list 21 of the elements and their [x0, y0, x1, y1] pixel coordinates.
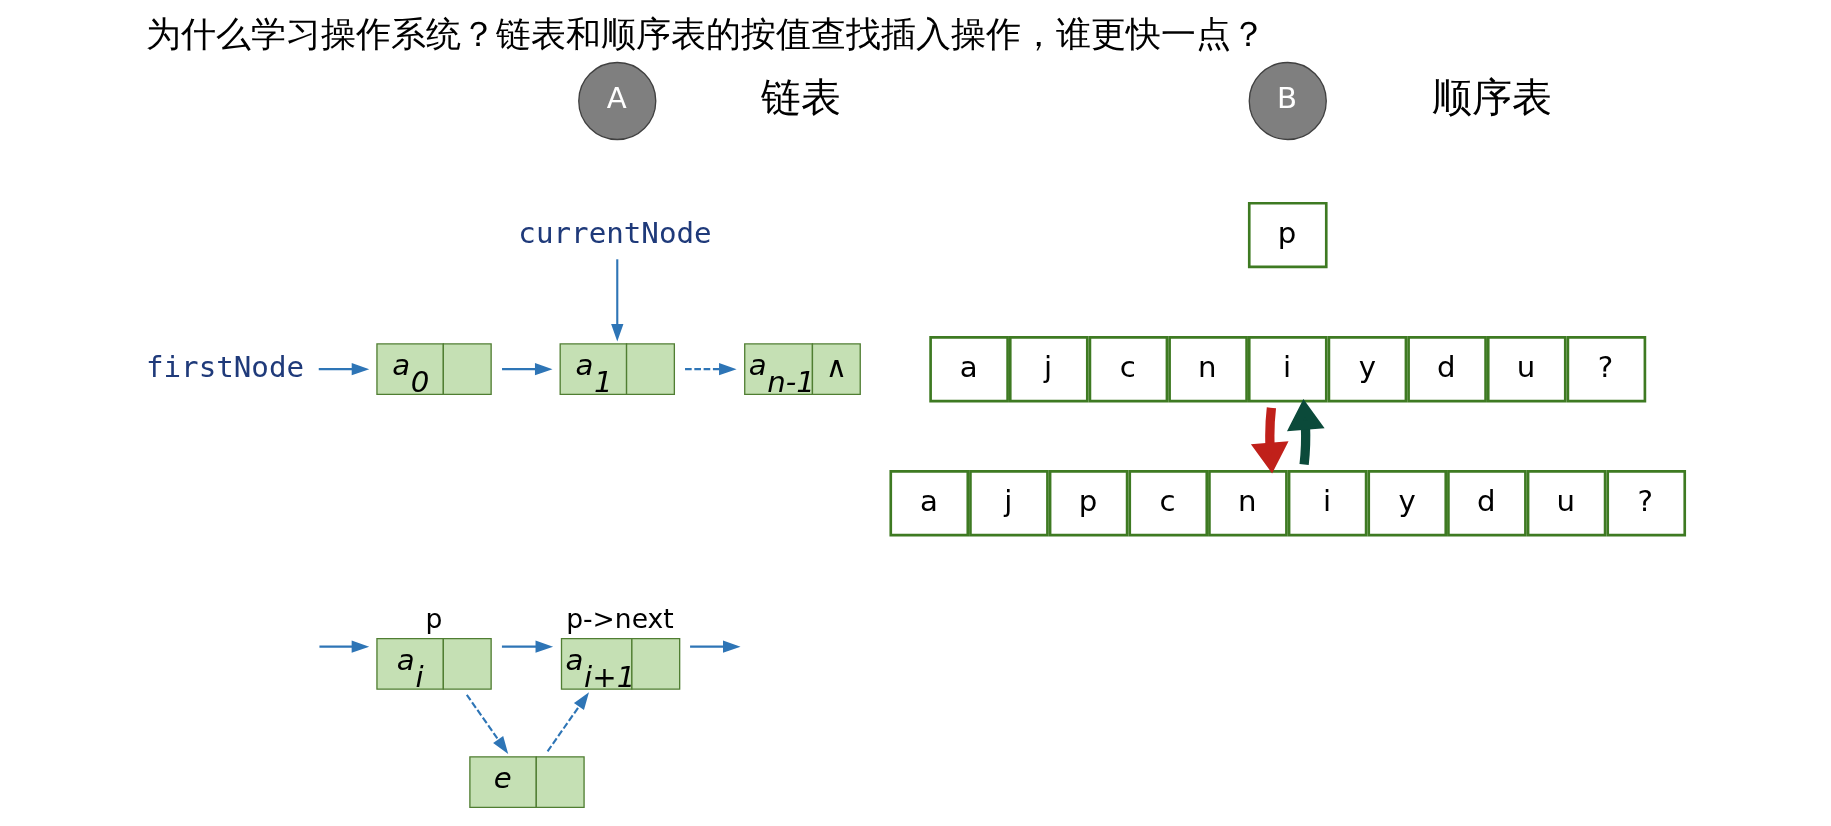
node-label: p->next [565, 603, 674, 635]
node-text: currentNode [517, 215, 712, 250]
arrow [318, 640, 369, 653]
node-circle: B [1248, 61, 1327, 141]
arrow [465, 694, 508, 754]
arrow [610, 259, 623, 342]
arrow [318, 363, 369, 376]
node-label: 顺序表 [1431, 73, 1552, 120]
arrow [546, 692, 589, 752]
node-circle: A [577, 61, 656, 141]
arrow [684, 363, 737, 376]
node-label: 链表 [760, 73, 841, 120]
arrow [1250, 407, 1289, 474]
node-text: firstNode [145, 349, 304, 384]
diagram-title: 为什么学习操作系统？链表和顺序表的按值查找插入操作，谁更快一点？ [145, 14, 1266, 55]
arrow [1286, 398, 1325, 466]
node-label: p [424, 603, 442, 635]
arrow [501, 640, 553, 653]
node-box: p [1247, 201, 1328, 269]
arrow [689, 640, 741, 653]
arrow [501, 363, 552, 376]
